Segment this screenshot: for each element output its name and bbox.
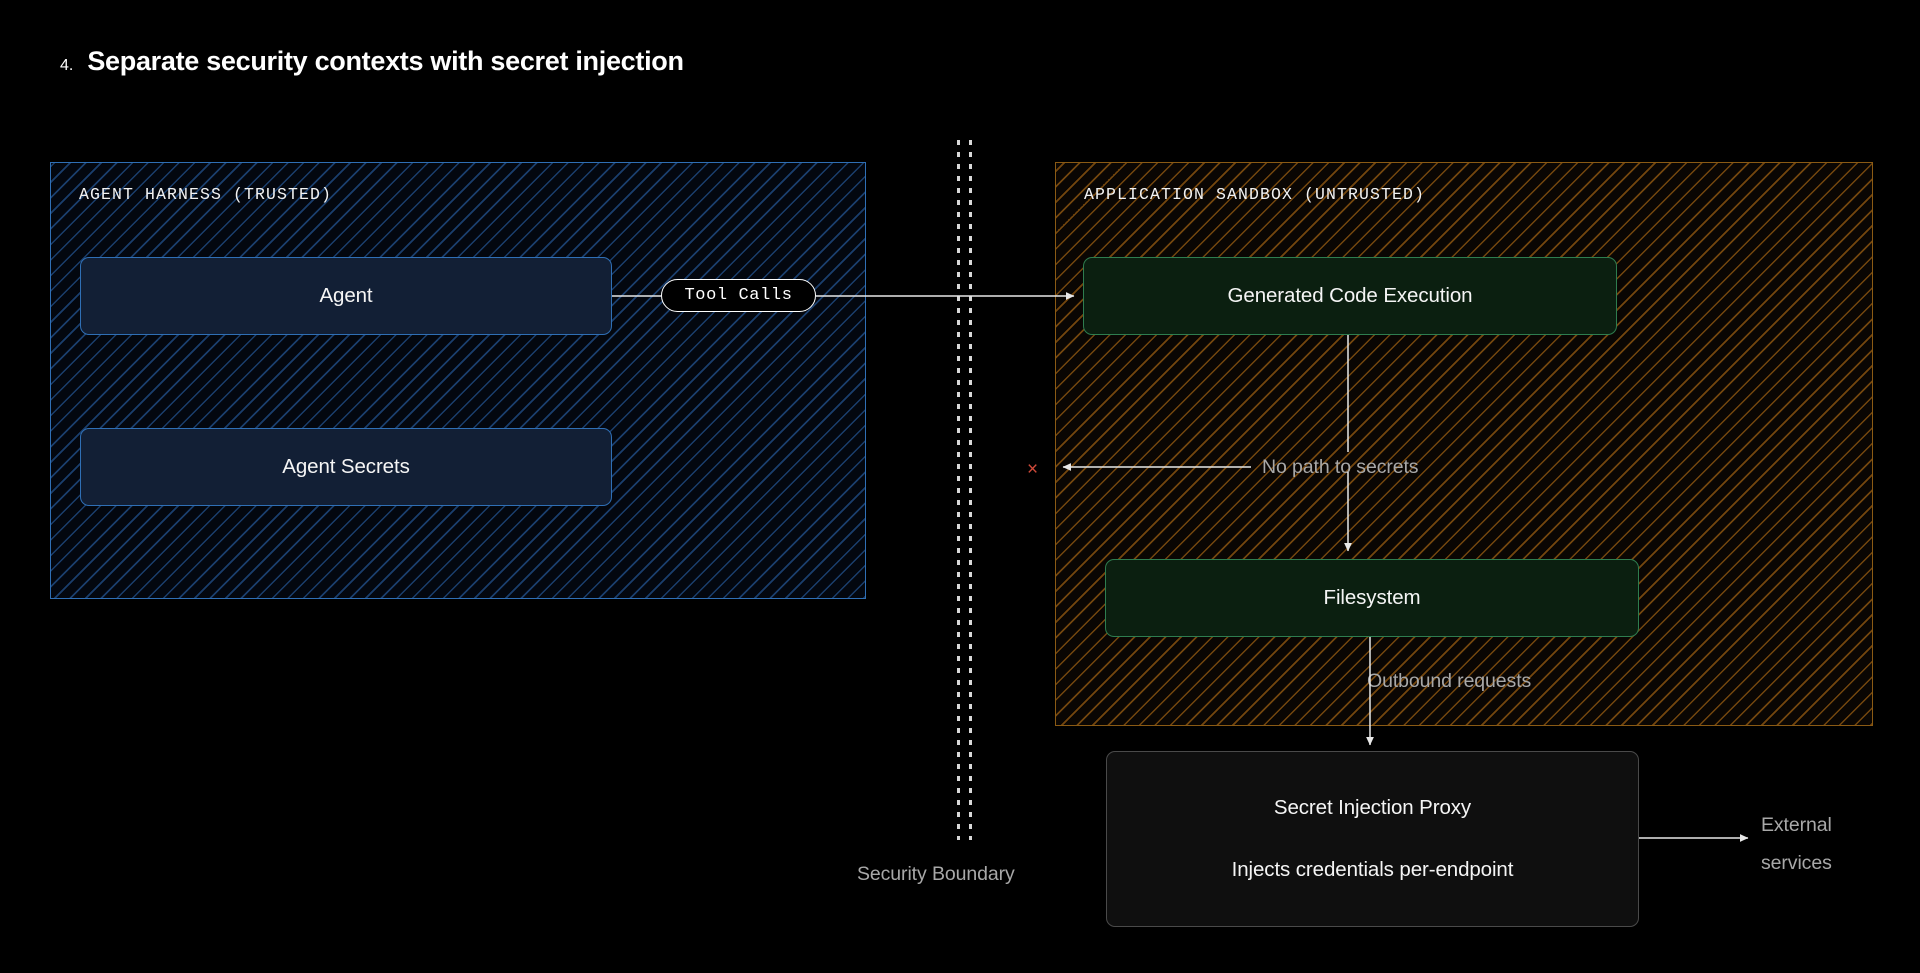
- edge-label-tool-calls: Tool Calls: [661, 279, 816, 312]
- node-secret-injection-proxy[interactable]: Secret Injection Proxy Injects credentia…: [1106, 751, 1639, 927]
- node-agent-label: Agent: [319, 284, 373, 307]
- security-boundary-line-left: [957, 140, 960, 840]
- node-filesystem-label: Filesystem: [1323, 586, 1421, 609]
- security-boundary-line-right: [969, 140, 972, 840]
- node-agent[interactable]: Agent: [80, 257, 612, 335]
- security-boundary-label: Security Boundary: [857, 863, 1015, 885]
- external-services-line-1: External: [1761, 814, 1832, 836]
- node-secret-injection-proxy-title: Secret Injection Proxy: [1273, 796, 1472, 819]
- zone-label-trusted: AGENT HARNESS (TRUSTED): [79, 185, 333, 204]
- external-services-line-2: services: [1761, 852, 1832, 874]
- edge-label-outbound-requests: Outbound requests: [1367, 670, 1532, 692]
- title-number: 4.: [60, 57, 74, 74]
- zone-label-untrusted: APPLICATION SANDBOX (UNTRUSTED): [1084, 185, 1426, 204]
- node-agent-secrets-label: Agent Secrets: [282, 455, 410, 478]
- zone-agent-harness-trusted: AGENT HARNESS (TRUSTED): [50, 162, 866, 599]
- zone-application-sandbox-untrusted: APPLICATION SANDBOX (UNTRUSTED): [1055, 162, 1873, 726]
- node-secret-injection-proxy-subtitle: Injects credentials per-endpoint: [1231, 858, 1514, 881]
- node-generated-code-execution-label: Generated Code Execution: [1227, 284, 1473, 307]
- page-title: 4. Separate security contexts with secre…: [60, 46, 684, 77]
- node-agent-secrets[interactable]: Agent Secrets: [80, 428, 612, 506]
- title-text: Separate security contexts with secret i…: [87, 46, 684, 76]
- edge-label-external-services: External services: [1761, 806, 1832, 882]
- no-path-blocked-icon: ×: [1027, 459, 1039, 480]
- node-generated-code-execution[interactable]: Generated Code Execution: [1083, 257, 1617, 335]
- edge-label-no-path-to-secrets: No path to secrets: [1262, 456, 1419, 478]
- node-filesystem[interactable]: Filesystem: [1105, 559, 1639, 637]
